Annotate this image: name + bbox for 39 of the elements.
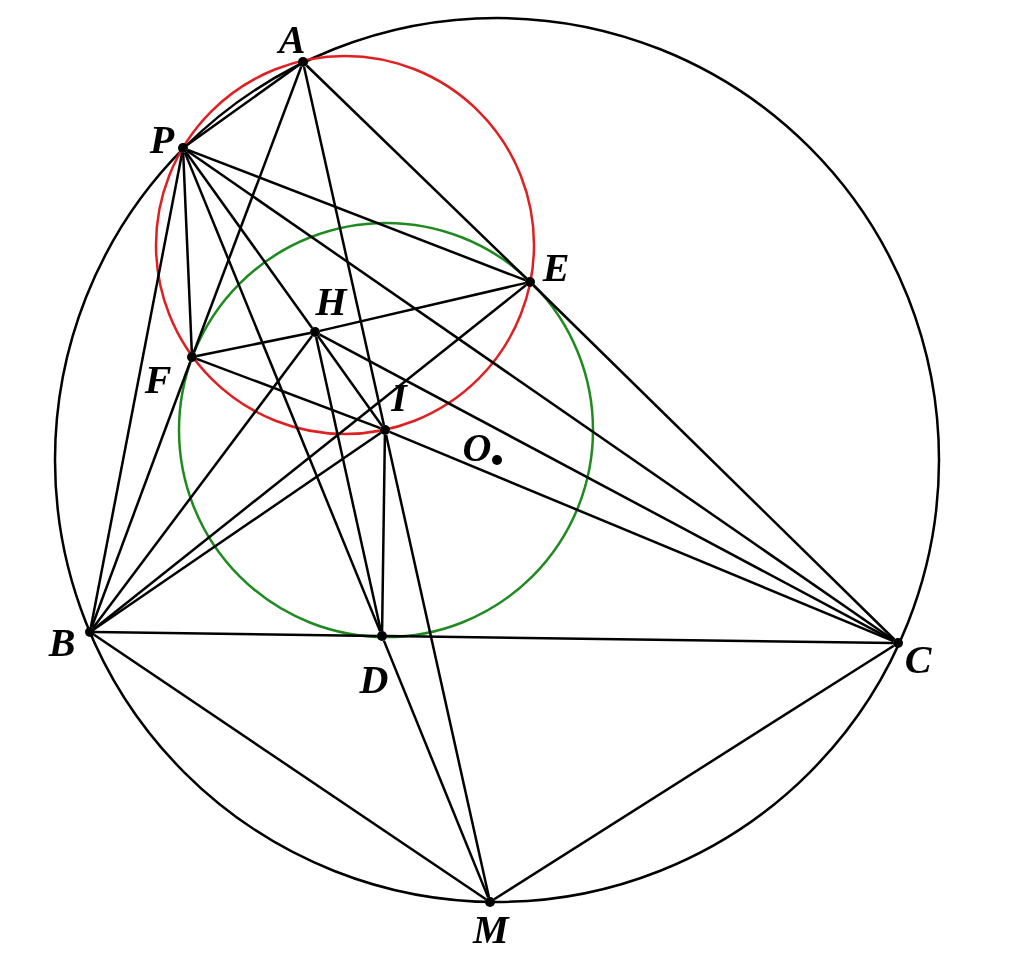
line-segment xyxy=(319,281,526,333)
line-segment xyxy=(93,431,382,631)
point-label: E xyxy=(541,247,571,289)
line-segment xyxy=(186,149,895,642)
line-segment xyxy=(389,430,894,643)
line-segment xyxy=(187,148,526,282)
line-segment xyxy=(192,66,303,353)
line-segment xyxy=(92,335,313,629)
line-segment xyxy=(89,152,184,628)
point-label: I xyxy=(390,377,409,419)
line-segment xyxy=(382,640,490,898)
line-segment xyxy=(90,361,192,628)
point-label: D xyxy=(358,659,390,701)
line-segment xyxy=(183,152,382,632)
line-segment xyxy=(302,66,386,426)
line-segment xyxy=(196,331,311,358)
line-segment xyxy=(196,357,381,430)
line-segment xyxy=(95,630,377,638)
line-segment xyxy=(384,434,491,898)
line-segment xyxy=(93,284,527,630)
line-segment xyxy=(493,644,895,901)
point-label: F xyxy=(143,359,173,401)
line-segment xyxy=(181,152,194,353)
line-segment xyxy=(316,335,384,427)
point-label: O xyxy=(461,427,493,469)
line-segment xyxy=(184,151,314,329)
line-segment xyxy=(532,284,896,641)
point-label: H xyxy=(314,281,348,323)
line-segment xyxy=(380,435,387,631)
point-label: C xyxy=(903,639,933,681)
line-segment xyxy=(387,634,893,645)
line-segment xyxy=(93,633,487,901)
line-segment xyxy=(305,64,528,280)
line-segment xyxy=(318,333,895,642)
line-segment xyxy=(186,63,300,147)
point-label: P xyxy=(148,119,176,161)
point-label: A xyxy=(275,19,307,61)
point-label: B xyxy=(47,622,77,664)
line-segment xyxy=(314,336,383,632)
